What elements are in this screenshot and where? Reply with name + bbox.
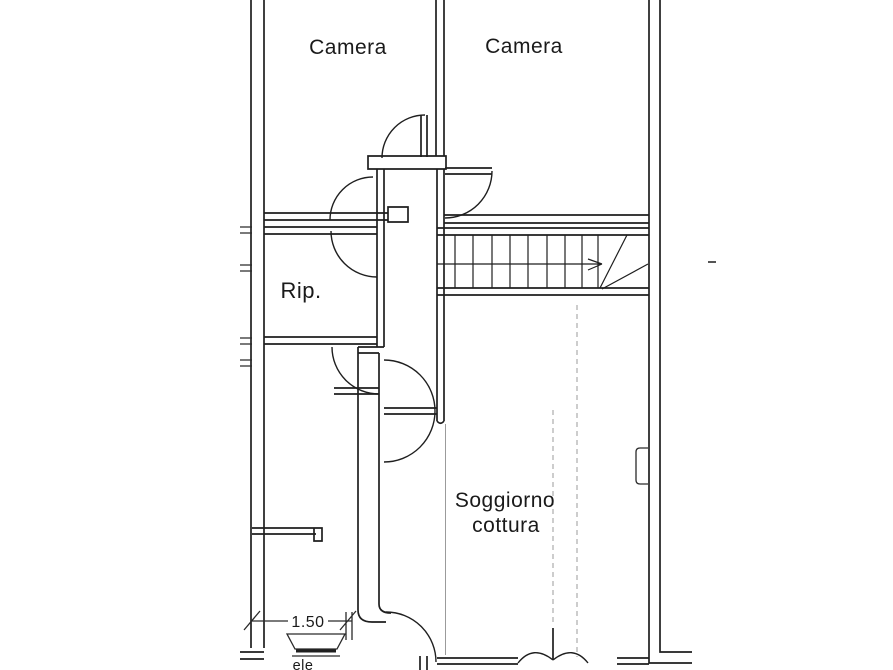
hallway-right-wall: [436, 169, 445, 425]
central-spine-wall: [357, 169, 392, 623]
ripostiglio-bottom-wall: [264, 336, 377, 345]
camera-left-bottom-wall: [264, 206, 409, 235]
soggiorno-left-wall-counter: [252, 527, 323, 542]
bottom-bifold-door: [517, 652, 589, 664]
soggiorno-bottom-door-jamb: [419, 656, 428, 670]
soggiorno-swing-door-leaf: [384, 407, 437, 415]
exterior-walls: [240, 0, 692, 664]
stair-winder-lines: [599, 234, 649, 290]
staircase: [437, 227, 649, 296]
stair-treads: [454, 235, 599, 288]
stair-rails: [437, 227, 649, 296]
room-label-ripostiglio: Rip.: [280, 278, 321, 303]
camera-right-door-leaf: [445, 167, 492, 175]
left-wall-bottom-flange: [240, 651, 264, 660]
camera-right-bottom-wall: [444, 214, 649, 224]
interior-walls: [252, 155, 649, 623]
fixtures: [285, 261, 716, 657]
room-label-soggiorno-line1: Soggiorno: [455, 489, 555, 512]
left-exterior-wall: [250, 0, 265, 648]
bedroom-divider-wall: [435, 0, 445, 156]
camera-right-door-arc: [444, 170, 493, 219]
partial-bottom-text: ele: [293, 658, 314, 670]
camera-left-door-arc: [381, 114, 426, 159]
left-wall-window-ticks: [240, 226, 252, 367]
right-wall-niche: [635, 447, 648, 485]
dimension-lines: [243, 610, 357, 640]
dimension-annotation: 1.50: [243, 610, 357, 640]
stair-direction-arrow: [437, 258, 603, 271]
room-labels: Camera Camera Rip. Soggiorno cottura ele: [280, 35, 562, 670]
basin-trapezoid: [285, 633, 347, 650]
hallway-top-cap-wall: [367, 155, 447, 170]
camera-left-door-leaf: [420, 115, 428, 157]
dimension-label: 1.50: [291, 614, 324, 631]
hallway-upper-door-arc: [329, 176, 374, 221]
room-label-soggiorno-line2: cottura: [472, 514, 540, 537]
lower-room-door-arc: [331, 346, 380, 395]
room-label-camera-right: Camera: [485, 35, 563, 58]
soggiorno-bottom-door-arc: [385, 611, 437, 663]
bottom-thresholds: [437, 628, 649, 665]
soggiorno-swing-door-arc: [383, 359, 436, 463]
right-exterior-wall: [648, 0, 692, 664]
doors: [329, 114, 649, 670]
lower-room-door-leaf: [334, 387, 379, 395]
room-label-camera-left: Camera: [309, 36, 387, 59]
ripostiglio-door-arc: [330, 230, 378, 278]
